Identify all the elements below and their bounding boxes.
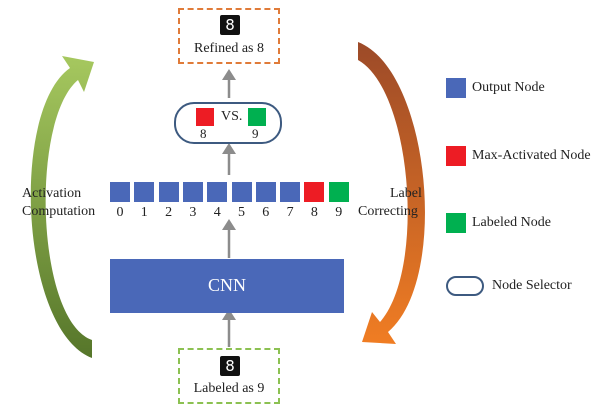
output-node-index: 8 [310,205,318,220]
max-activated-node [304,182,325,202]
legend-label-labeled-node: Labeled Node [472,215,551,230]
node-selector-swatch [446,276,484,296]
output-node-index: 5 [238,205,245,220]
output-node [280,182,301,202]
labeled-box: 8 Labeled as 9 [178,348,280,404]
flow-arrows [222,69,236,347]
output-node [255,182,276,202]
output-node-index: 3 [189,205,197,220]
output-node-index: 2 [165,205,173,220]
output-node [231,182,252,202]
selector-vs-label: VS. [221,109,243,124]
correcting-label-line1: Label [390,186,422,201]
selector-labeled-node [248,108,266,126]
output-node [207,182,228,202]
cnn-label: CNN [207,275,246,295]
labeled-node-swatch [446,213,466,233]
labeled-label: Labeled as 9 [193,381,265,396]
legend-label-max-activated-node: Max-Activated Node [472,148,591,163]
output-node-index: 1 [140,205,148,220]
output-node-index: 0 [116,205,124,220]
selector-max-activated-node [196,108,214,126]
output-node-swatch [446,78,466,98]
cnn-block: CNN [110,259,344,313]
node-selector: VS. 8 9 [174,102,282,144]
digit-image-icon: 8 [220,15,240,35]
refined-box: 8 Refined as 8 [178,8,280,64]
left-cycle-arrow [30,56,94,358]
legend-label-node-selector: Node Selector [492,278,572,293]
activation-label-line2: Computation [22,204,96,219]
selector-right-index: 9 [252,126,259,141]
right-cycle-arrow [358,42,425,344]
output-node-row: 0 1 2 3 4 5 6 7 8 9 [110,182,350,226]
legend: Output Node Max-Activated Node Labeled N… [446,0,605,410]
labeled-node [328,182,349,202]
output-node [134,182,155,202]
activation-label-line1: Activation [22,186,82,201]
output-node-index: 7 [286,205,294,220]
output-node-index: 6 [262,205,270,220]
selector-left-index: 8 [200,126,207,141]
digit-image-icon: 8 [220,356,240,376]
legend-label-output-node: Output Node [472,80,545,95]
output-node [182,182,203,202]
output-node-index: 4 [213,205,221,220]
refined-label: Refined as 8 [194,41,264,56]
output-node-index: 9 [335,205,343,220]
output-node [110,182,130,202]
output-node [158,182,179,202]
max-activated-node-swatch [446,146,466,166]
correcting-label-line2: Correcting [358,204,418,219]
